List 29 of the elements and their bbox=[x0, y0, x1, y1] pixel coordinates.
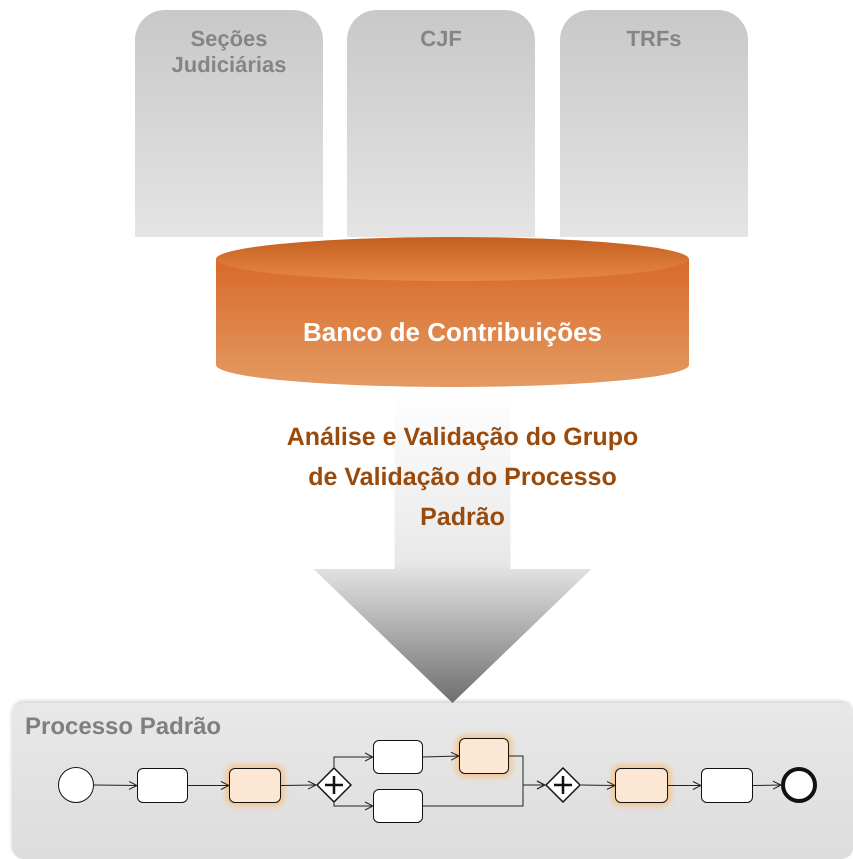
parallel-gateway bbox=[316, 767, 352, 803]
column-panel bbox=[347, 10, 535, 237]
parallel-gateway bbox=[545, 767, 581, 803]
arrow bbox=[752, 780, 782, 790]
arrow bbox=[422, 780, 546, 806]
arrow bbox=[422, 752, 460, 761]
arrow bbox=[334, 802, 374, 810]
column-title: CJF bbox=[419, 26, 463, 52]
highlighted-task-box bbox=[459, 738, 509, 774]
task-box bbox=[373, 789, 423, 823]
process-panel bbox=[12, 703, 853, 859]
arrow bbox=[668, 781, 702, 790]
column-title: TRFs bbox=[626, 26, 682, 52]
arrow bbox=[334, 752, 374, 768]
database-label: Banco de Contribuições bbox=[302, 316, 602, 348]
task-box bbox=[701, 768, 753, 803]
arrow bbox=[580, 780, 616, 790]
highlighted-task-box bbox=[229, 768, 281, 803]
column-panel bbox=[135, 10, 323, 237]
task-box bbox=[137, 768, 188, 803]
panel-title: Processo Padrão bbox=[25, 713, 222, 742]
column-panel bbox=[560, 10, 748, 237]
arrow bbox=[94, 780, 138, 790]
highlighted-task-box bbox=[615, 768, 668, 803]
arrow bbox=[188, 781, 230, 790]
column-title: Seções Judiciárias bbox=[170, 26, 288, 79]
task-box bbox=[373, 740, 423, 774]
edge-label: Análise e Validação do Grupo de Validação do Processo Padrão bbox=[286, 422, 640, 533]
arrow bbox=[280, 780, 316, 790]
